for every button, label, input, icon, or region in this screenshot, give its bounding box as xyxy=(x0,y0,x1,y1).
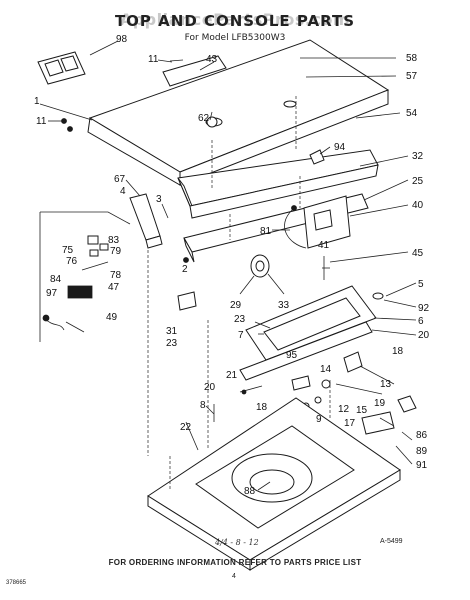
callout-76: 76 xyxy=(66,256,78,267)
handwritten-note: 4/4 - 8 - 12 xyxy=(215,538,259,547)
callout-97: 97 xyxy=(46,288,58,299)
callout-11: 11 xyxy=(36,116,47,127)
callout-17: 17 xyxy=(344,418,356,429)
part-98-rear-panel xyxy=(37,51,86,85)
callout-22: 22 xyxy=(180,422,192,433)
inset-parts-group xyxy=(39,211,131,342)
callout-75: 75 xyxy=(62,245,74,256)
part-32-console-frame xyxy=(177,149,379,219)
part-62-clip xyxy=(206,116,218,128)
part-21-hinge xyxy=(239,385,263,395)
callout-6: 6 xyxy=(418,316,424,327)
callout-47: 47 xyxy=(108,282,120,293)
callout-8: 8 xyxy=(200,400,206,411)
callout-4: 4 xyxy=(120,186,126,197)
callout-13: 13 xyxy=(380,379,392,390)
callout-92: 92 xyxy=(418,303,430,314)
callout-43: 43 xyxy=(206,54,218,65)
callout-9: 9 xyxy=(316,414,322,425)
callout-84: 84 xyxy=(50,274,62,285)
callout-67: 67 xyxy=(114,174,126,185)
callout-54: 54 xyxy=(406,108,418,119)
part-4-end-cap xyxy=(129,193,163,249)
part-40-timer-bracket xyxy=(303,195,351,249)
diagram-title: TOP AND CONSOLE PARTS xyxy=(114,12,356,30)
callout-94: 94 xyxy=(334,142,346,153)
callout-41: 41 xyxy=(318,240,330,251)
callout-23: 23 xyxy=(234,314,246,325)
part-2-screw xyxy=(183,257,189,263)
callout-83: 83 xyxy=(108,235,120,246)
watermark: AppliancePartsPros.com xyxy=(119,10,351,29)
callout-7: 7 xyxy=(238,330,244,341)
part-45-screw xyxy=(322,256,330,280)
callout-88: 88 xyxy=(244,486,256,497)
catalog-code: 378665 xyxy=(6,580,27,586)
callout-95: 95 xyxy=(286,350,298,361)
part-13-lid-switch xyxy=(291,351,363,410)
callout-40: 40 xyxy=(412,200,424,211)
callout-89: 89 xyxy=(416,446,428,457)
callout-86: 86 xyxy=(416,430,428,441)
callout-3: 3 xyxy=(156,194,162,205)
alignment-guides xyxy=(147,96,331,490)
callout-14: 14 xyxy=(320,364,332,375)
callout-25: 25 xyxy=(412,176,424,187)
part-95-lid xyxy=(239,321,373,381)
callout-11: 11 xyxy=(148,54,159,65)
callout-62: 62 xyxy=(198,113,210,124)
callout-91: 91 xyxy=(416,460,428,471)
callout-98: 98 xyxy=(116,34,128,45)
callout-31: 31 xyxy=(166,326,178,337)
callout-58: 58 xyxy=(406,53,418,64)
callout-32: 32 xyxy=(412,151,424,162)
part-54-console-backsplash xyxy=(87,39,390,186)
callout-12: 12 xyxy=(338,404,350,415)
callout-19: 19 xyxy=(374,398,386,409)
callout-18: 18 xyxy=(392,346,404,357)
part-43-console-bar xyxy=(162,55,227,87)
figure-code: A-5499 xyxy=(380,538,403,545)
page-number: 4 xyxy=(232,573,236,580)
part-31-bracket xyxy=(177,291,197,311)
leader-lines xyxy=(39,40,417,491)
callout-20: 20 xyxy=(418,330,430,341)
callout-81: 81 xyxy=(260,226,272,237)
callout-1: 1 xyxy=(34,96,40,107)
diagram-subtitle: For Model LFB5300W3 xyxy=(184,33,286,43)
callout-57: 57 xyxy=(406,71,418,82)
callout-33: 33 xyxy=(278,300,290,311)
callout-21: 21 xyxy=(226,370,238,381)
part-17-actuator xyxy=(361,395,417,435)
callout-23: 23 xyxy=(166,338,178,349)
callout-79: 79 xyxy=(110,246,122,257)
callout-2: 2 xyxy=(182,264,188,275)
callout-78: 78 xyxy=(110,270,122,281)
callout-5: 5 xyxy=(418,279,424,290)
callout-29: 29 xyxy=(230,300,242,311)
ordering-footer: FOR ORDERING INFORMATION REFER TO PARTS … xyxy=(108,558,362,567)
callout-49: 49 xyxy=(106,312,118,323)
callout-20: 20 xyxy=(204,382,216,393)
callout-18: 18 xyxy=(256,402,268,413)
callout-15: 15 xyxy=(356,405,368,416)
callout-45: 45 xyxy=(412,248,424,259)
part-11-screws xyxy=(61,59,184,132)
part-92-bumper xyxy=(372,292,384,300)
part-29-switch xyxy=(250,254,270,278)
part-81-wire-harness xyxy=(284,205,307,249)
part-22-cabinet-top xyxy=(147,397,401,571)
